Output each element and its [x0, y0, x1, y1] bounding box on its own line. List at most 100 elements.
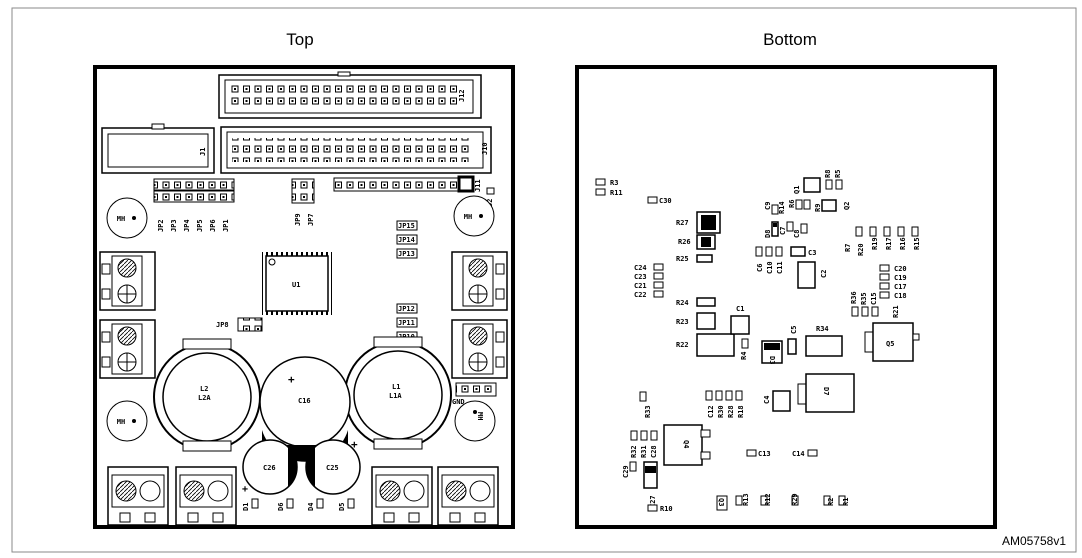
- bottom-components: R3 R11 C30 R27 R26 R25 C24 C23 C21 C22: [595, 170, 921, 513]
- label-q5: Q5: [886, 340, 894, 348]
- label-c21: C21: [634, 282, 647, 290]
- label-c29: C29: [622, 465, 630, 478]
- label-jp15: JP15: [398, 222, 415, 230]
- label-l1a: L1A: [389, 392, 402, 400]
- jumper-jp8: JP8: [216, 317, 263, 332]
- label-r17: R17: [885, 237, 893, 250]
- label-c28: C28: [650, 445, 658, 458]
- bottom-board-outline: [575, 65, 997, 529]
- label-r18: R18: [737, 405, 745, 418]
- label-q2: Q2: [843, 202, 851, 210]
- label-r20: R20: [857, 243, 865, 256]
- label-c5: C5: [790, 326, 798, 334]
- label-d6: D6: [277, 503, 285, 511]
- label-c25: C25: [326, 464, 339, 472]
- label-j12: J12: [458, 89, 466, 102]
- mounting-hole-top-right: MH: [453, 195, 495, 237]
- mounting-hole-bottom-right: MH: [454, 400, 496, 442]
- capacitor-c25: + C25: [305, 438, 361, 495]
- label-c20: C20: [894, 265, 907, 273]
- label-jp9: JP9: [294, 213, 302, 226]
- jumpers-jp12-jp10: JP12 JP11 JP10: [396, 303, 418, 342]
- label-r5: R5: [834, 170, 842, 178]
- label-r4: R4: [740, 352, 748, 360]
- label-c13: C13: [758, 450, 771, 458]
- label-c6: C6: [756, 264, 764, 272]
- label-r2: R2: [827, 498, 835, 506]
- label-c11: C11: [776, 261, 784, 274]
- label-d5: D5: [338, 503, 346, 511]
- label-r36: R36: [850, 291, 858, 304]
- label-jp3: JP3: [170, 219, 178, 232]
- label-d3: D3: [768, 356, 776, 364]
- label-r35: R35: [860, 292, 868, 305]
- label-r23: R23: [676, 318, 689, 326]
- label-d2: D2: [486, 199, 494, 207]
- label-c19: C19: [894, 274, 907, 282]
- label-c30: C30: [659, 197, 672, 205]
- label-c22: C22: [634, 291, 647, 299]
- label-jp5: JP5: [196, 219, 204, 232]
- label-r3: R3: [610, 179, 618, 187]
- label-jp4: JP4: [183, 219, 191, 232]
- label-mh1: MH: [117, 215, 125, 223]
- label-d7: D7: [822, 387, 830, 395]
- bottom-view-board: R3 R11 C30 R27 R26 R25 C24 C23 C21 C22: [575, 65, 997, 529]
- label-r7: R7: [844, 244, 852, 252]
- terminal-right-lower: [451, 319, 508, 379]
- terminal-bottom-4: [437, 466, 499, 526]
- label-r16: R16: [899, 237, 907, 250]
- mounting-hole-top-left: MH: [106, 197, 148, 239]
- label-q3: Q3: [717, 498, 725, 506]
- label-gnd: GND: [452, 398, 465, 406]
- label-mh2: MH: [464, 213, 472, 221]
- header-j12: J12: [218, 71, 482, 119]
- terminal-left-lower: [99, 319, 156, 379]
- label-q1: Q1: [793, 186, 801, 194]
- label-c18: C18: [894, 292, 907, 300]
- label-r21: R21: [892, 305, 900, 318]
- label-r1: R1: [842, 498, 850, 506]
- label-l1: L1: [392, 383, 400, 391]
- terminal-bottom-3: [371, 466, 433, 526]
- label-r14: R14: [778, 201, 786, 214]
- label-jp11: JP11: [398, 319, 415, 327]
- label-r32: R32: [630, 445, 638, 458]
- terminal-bottom-1: [107, 466, 169, 526]
- diodes-bottom: + D1 D6 D4 D5: [242, 484, 355, 511]
- label-c8: C8: [793, 230, 801, 238]
- label-c14: C14: [792, 450, 805, 458]
- label-jp13: JP13: [398, 250, 415, 258]
- inductor-l2: L2 L2A: [153, 338, 261, 452]
- label-c27: C27: [649, 495, 657, 508]
- label-r11: R11: [610, 189, 623, 197]
- label-c24: C24: [634, 264, 647, 272]
- label-r6: R6: [788, 200, 796, 208]
- label-plus: +: [351, 438, 358, 451]
- label-l2a: L2A: [198, 394, 211, 402]
- label-r30: R30: [717, 405, 725, 418]
- label-c10: C10: [766, 261, 774, 274]
- label-c23: C23: [634, 273, 647, 281]
- label-c4: C4: [763, 396, 771, 404]
- connector-j11: J11 D2: [333, 175, 495, 207]
- label-plus: +: [288, 373, 295, 386]
- inductor-l1: L1 L1A: [344, 336, 452, 450]
- label-c12: C12: [707, 405, 715, 418]
- label-r25: R25: [676, 255, 689, 263]
- label-jp8: JP8: [216, 321, 229, 329]
- label-c9: C9: [764, 202, 772, 210]
- label-c15: C15: [870, 292, 878, 305]
- label-r22: R22: [676, 341, 689, 349]
- label-u1: U1: [292, 281, 300, 289]
- label-d8: D8: [764, 230, 772, 238]
- label-jp12: JP12: [398, 305, 415, 313]
- label-r19: R19: [871, 237, 879, 250]
- label-r15: R15: [913, 237, 921, 250]
- label-r27: R27: [676, 219, 689, 227]
- label-r26: R26: [678, 238, 691, 246]
- label-r31: R31: [640, 445, 648, 458]
- label-r34: R34: [816, 325, 829, 333]
- terminal-bottom-2: [175, 466, 237, 526]
